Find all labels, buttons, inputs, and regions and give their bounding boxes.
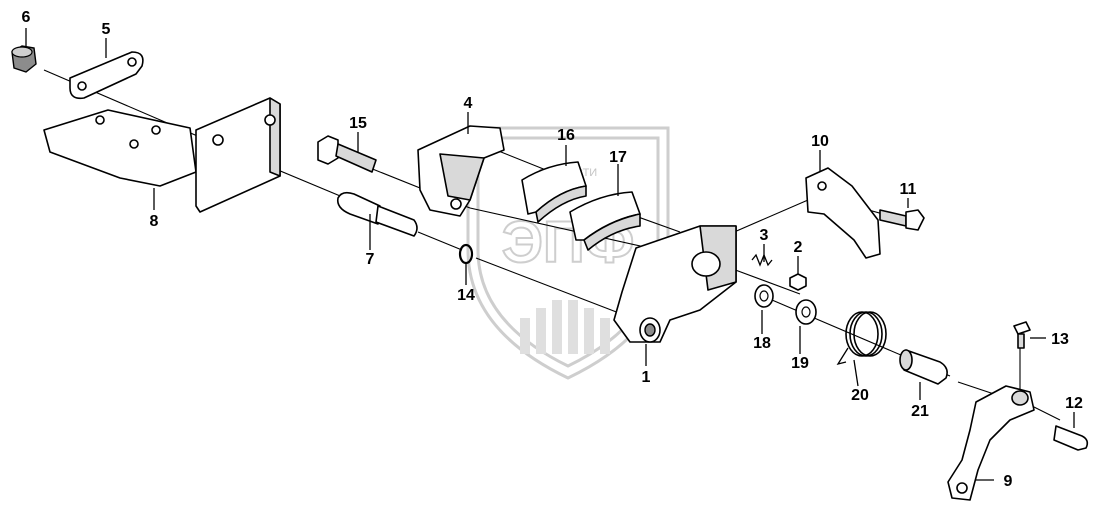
callout-13: 13 — [1051, 331, 1069, 348]
part-3-small-spring — [751, 253, 773, 267]
callout-16: 16 — [557, 127, 575, 144]
part-7-pin — [336, 191, 418, 237]
callout-labels: 6 5 8 15 4 16 17 7 14 1 10 11 3 2 18 19 … — [22, 9, 1083, 490]
part-2-small-nut — [789, 273, 807, 291]
part-10-support-bracket — [805, 167, 881, 259]
callout-15: 15 — [349, 115, 367, 132]
part-4-shoe-carrier — [417, 125, 505, 217]
part-9-lever — [947, 385, 1035, 501]
part-16-brake-pad — [521, 161, 587, 223]
part-13-bolt — [1013, 321, 1031, 349]
part-8-bracket — [43, 97, 281, 213]
callout-5: 5 — [102, 21, 111, 38]
callout-18: 18 — [753, 335, 771, 352]
part-15-bolt — [317, 135, 377, 173]
callout-14: 14 — [457, 287, 475, 304]
callout-19: 19 — [791, 355, 809, 372]
callout-10: 10 — [811, 133, 829, 150]
callout-11: 11 — [900, 181, 917, 198]
callout-2: 2 — [794, 239, 803, 256]
leader-lines — [25, 28, 1075, 481]
part-11-screw — [879, 209, 925, 231]
callout-4: 4 — [464, 95, 473, 112]
part-21-roller — [899, 349, 948, 385]
callout-21: 21 — [911, 403, 929, 420]
watermark-wheat-icon — [520, 300, 610, 354]
callout-9: 9 — [1004, 473, 1013, 490]
part-14-o-ring — [458, 243, 474, 265]
callout-7: 7 — [366, 251, 375, 268]
callout-1: 1 — [642, 369, 651, 386]
callout-3: 3 — [760, 227, 769, 244]
part-6-nut — [11, 45, 37, 73]
part-12-pin — [1053, 425, 1089, 451]
part-17-brake-pad — [569, 191, 641, 251]
part-19-washer — [795, 299, 817, 325]
callout-20: 20 — [851, 387, 869, 404]
callout-8: 8 — [150, 213, 159, 230]
part-18-bushing — [754, 284, 774, 308]
part-5-lock-plate — [69, 51, 144, 100]
callout-12: 12 — [1065, 395, 1083, 412]
part-1-caliper-body — [613, 225, 737, 343]
part-20-torsion-spring — [836, 311, 887, 366]
callout-6: 6 — [22, 9, 31, 26]
callout-17: 17 — [609, 149, 627, 166]
